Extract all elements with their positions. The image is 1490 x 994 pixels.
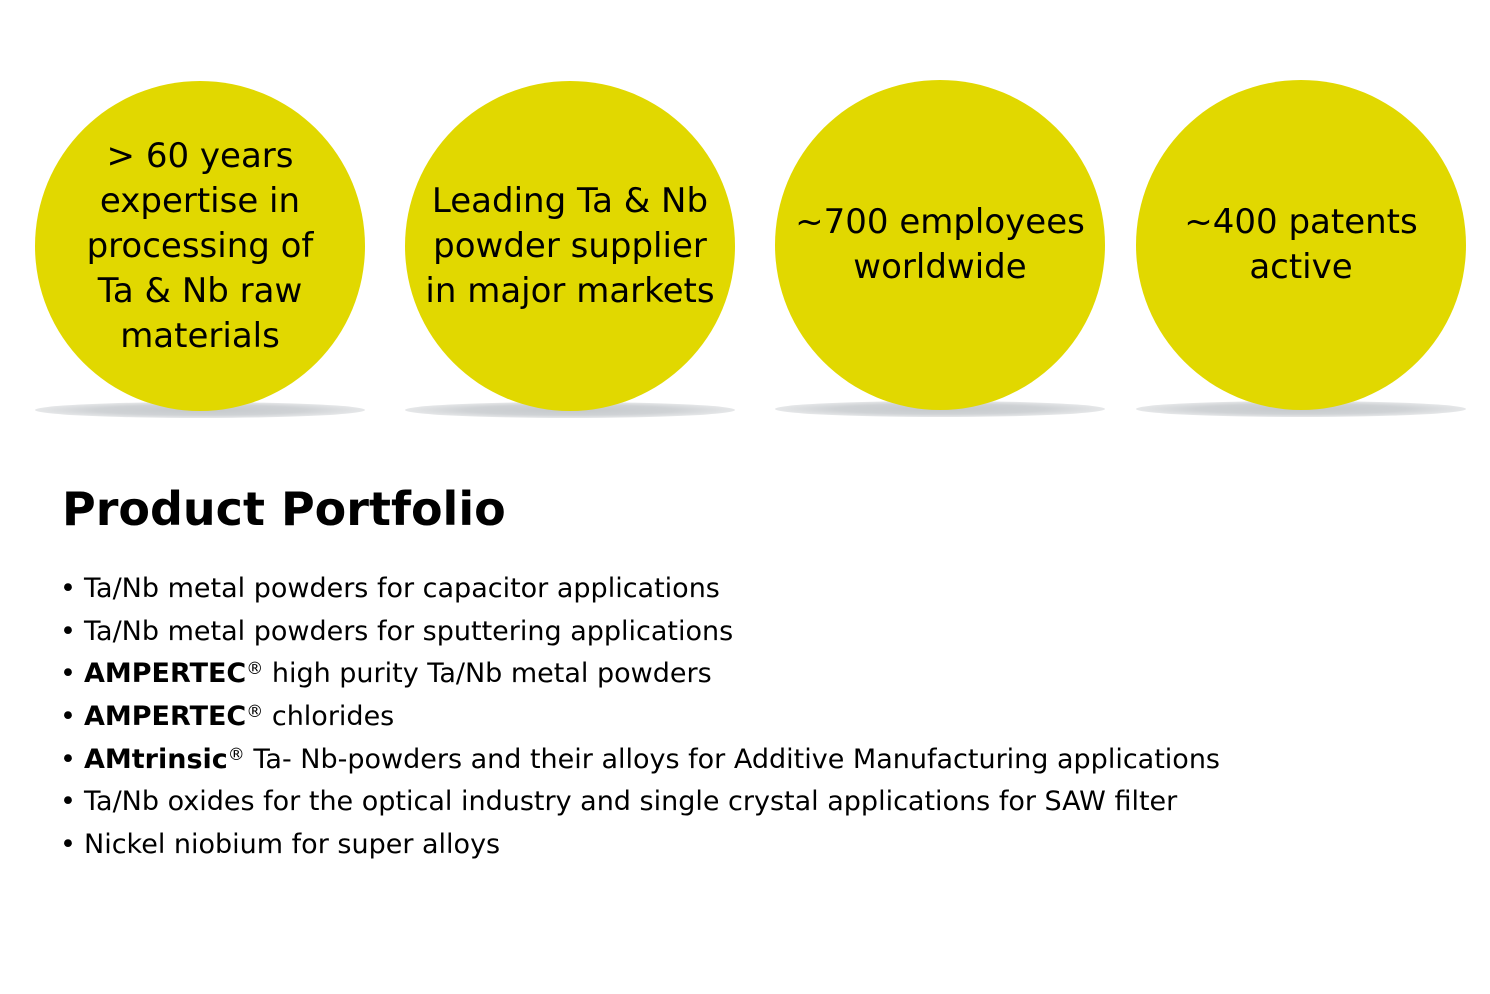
registered-mark: ® <box>246 659 264 680</box>
stat-text: Leading Ta & Nb powder supplier in major… <box>425 180 715 311</box>
item-text: Nickel niobium for super alloys <box>84 829 501 861</box>
stat-text: > 60 years expertise in processing of Ta… <box>86 135 314 356</box>
item-text: Ta/Nb metal powders for capacitor applic… <box>84 573 720 604</box>
list-item: AMPERTEC® chlorides <box>60 691 1220 734</box>
list-item: AMtrinsic® Ta- Nb-powders and their allo… <box>60 734 1220 777</box>
portfolio-list: Ta/Nb metal powders for capacitor applic… <box>60 563 1220 862</box>
item-text: Ta- Nb-powders and their alloys for Addi… <box>244 743 1221 775</box>
stat-circle-experience: > 60 years expertise in processing of Ta… <box>35 81 365 411</box>
brand-name: AMPERTEC <box>84 701 247 733</box>
stat-circle-patents: ~400 patents active <box>1136 80 1466 410</box>
item-text: chlorides <box>263 701 395 733</box>
section-title: Product Portfolio <box>62 482 506 536</box>
list-item: AMPERTEC® high purity Ta/Nb metal powder… <box>60 648 1220 691</box>
item-text: high purity Ta/Nb metal powders <box>263 658 712 690</box>
stat-circle-employees: ~700 employees worldwide <box>775 80 1105 410</box>
list-item: Ta/Nb oxides for the optical industry an… <box>60 776 1220 819</box>
list-item: Ta/Nb metal powders for capacitor applic… <box>60 563 1220 606</box>
brand-name: AMPERTEC <box>84 658 247 690</box>
item-text: Ta/Nb oxides for the optical industry an… <box>84 786 1178 818</box>
list-item: Ta/Nb metal powders for sputtering appli… <box>60 606 1220 649</box>
item-text: Ta/Nb metal powders for sputtering appli… <box>84 615 734 647</box>
registered-mark: ® <box>246 702 264 723</box>
stat-text: ~700 employees worldwide <box>795 202 1085 287</box>
brand-name: AMtrinsic <box>84 743 228 775</box>
list-item: Nickel niobium for super alloys <box>60 819 1220 862</box>
stat-text: ~400 patents active <box>1184 202 1418 287</box>
stat-circle-market: Leading Ta & Nb powder supplier in major… <box>405 81 735 411</box>
registered-mark: ® <box>227 744 245 765</box>
